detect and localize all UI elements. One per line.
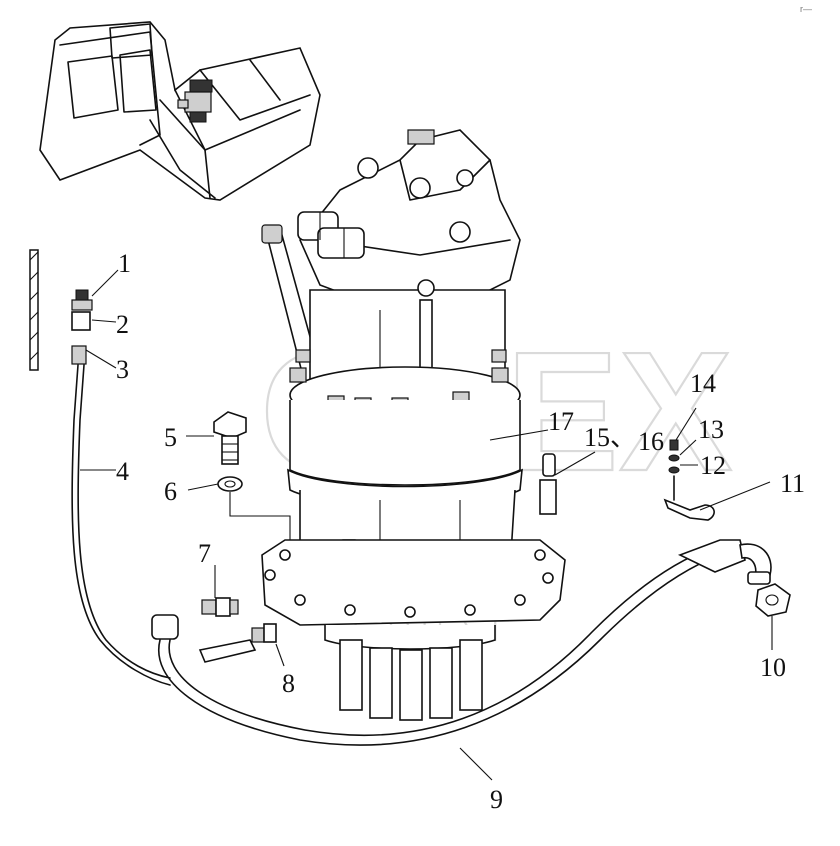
callout-15: 15、 xyxy=(584,423,636,452)
clamp-11 xyxy=(663,498,715,521)
callout-1: 1 xyxy=(118,249,131,278)
fitting-1-3 xyxy=(71,289,93,365)
callout-3: 3 xyxy=(116,355,129,384)
callout-8: 8 xyxy=(282,669,295,698)
wall-bracket xyxy=(29,249,39,371)
callout-11: 11 xyxy=(780,469,805,498)
corner-mark: r— xyxy=(800,4,812,14)
washer-6 xyxy=(217,476,243,492)
callout-2: 2 xyxy=(116,310,129,339)
pin-15 xyxy=(539,453,557,515)
callout-6: 6 xyxy=(164,477,177,506)
callout-16: 16 xyxy=(638,427,664,456)
swing-motor-assembly xyxy=(261,129,566,721)
highlighted-swing-motor-icon xyxy=(177,79,213,123)
excavator-overview-illustration xyxy=(39,21,321,201)
callout-14: 14 xyxy=(690,369,716,398)
pinion-gear xyxy=(339,639,483,721)
nut-10 xyxy=(755,583,791,617)
hose-9 xyxy=(157,554,721,746)
hose-4 xyxy=(71,364,171,686)
fitting-7 xyxy=(201,597,239,617)
bolt-5 xyxy=(213,411,247,465)
relief-valve xyxy=(297,211,365,259)
callout-5: 5 xyxy=(164,423,177,452)
fitting-8 xyxy=(251,623,277,643)
callout-10: 10 xyxy=(760,653,786,682)
small-parts-12-16 xyxy=(668,439,680,501)
callout-labels: 1 2 3 4 5 6 7 8 9 10 11 12 13 14 15、 16 … xyxy=(116,249,805,814)
callout-7: 7 xyxy=(198,539,211,568)
callout-4: 4 xyxy=(116,457,129,486)
hose-9-fittings xyxy=(151,539,772,663)
callout-9: 9 xyxy=(490,785,503,814)
callout-13: 13 xyxy=(698,415,724,444)
callout-leaders xyxy=(80,269,773,781)
callout-17: 17 xyxy=(548,407,574,436)
callout-12: 12 xyxy=(700,451,726,480)
